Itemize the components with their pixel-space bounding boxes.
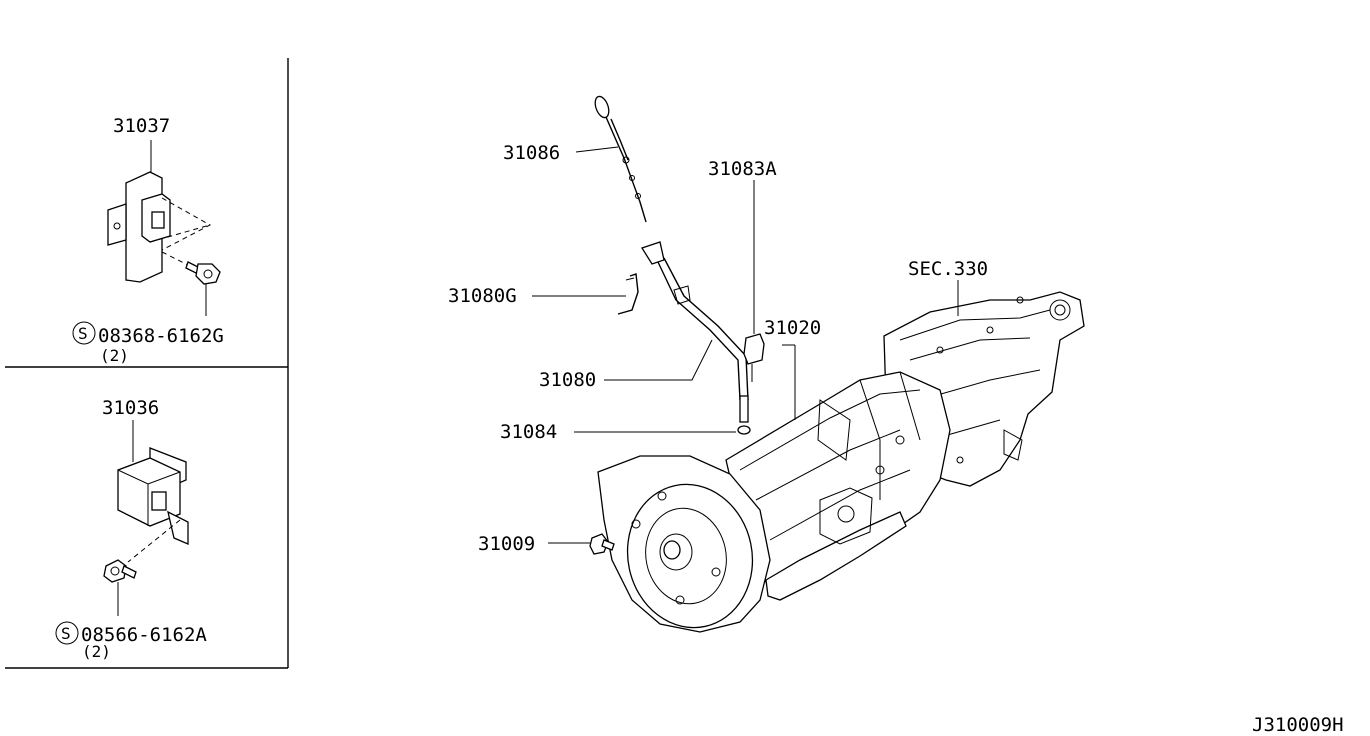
label-31037: 31037: [113, 115, 170, 137]
label-31009: 31009: [478, 533, 535, 555]
bolt-2-icon: [103, 559, 137, 616]
diagram-id: J310009H: [1252, 714, 1344, 736]
bolt-31083A-icon: [743, 180, 765, 382]
label-31036: 31036: [102, 397, 159, 419]
label-31086: 31086: [503, 142, 560, 164]
control-unit-31036-icon: [117, 420, 189, 563]
label-31080: 31080: [539, 369, 596, 391]
bolt-31009-icon: [548, 533, 615, 555]
label-sec-330: SEC.330: [908, 258, 988, 280]
label-08566-6162A: 08566-6162A: [81, 624, 207, 646]
left-panel-frame: [5, 58, 289, 669]
label-31084: 31084: [500, 421, 557, 443]
label-31020: 31020: [764, 317, 821, 339]
label-31083A: 31083A: [708, 158, 777, 180]
label-bolt2-qty: (2): [82, 642, 111, 661]
label-08368-6162G: 08368-6162G: [98, 325, 224, 347]
bolt-2-callout: S 08566-6162A (2): [55, 621, 207, 661]
bolt-1-callout: S 08368-6162G (2): [72, 321, 224, 365]
transmission-icon: [597, 280, 1085, 633]
label-bolt1-qty: (2): [100, 346, 129, 365]
label-31080G: 31080G: [448, 285, 517, 307]
bracket-31037-icon: [107, 140, 212, 283]
s-mark-icon: [72, 321, 96, 345]
s-mark-1: S: [78, 324, 88, 343]
dipstick-icon: [575, 95, 647, 223]
s-mark-2: S: [61, 624, 71, 643]
dipstick-tube-icon: [604, 241, 749, 401]
washer-31084-icon: [574, 395, 751, 435]
clip-31080G-icon: [532, 273, 639, 315]
bolt-1-icon: [185, 261, 221, 316]
s-mark-icon: [55, 621, 79, 645]
